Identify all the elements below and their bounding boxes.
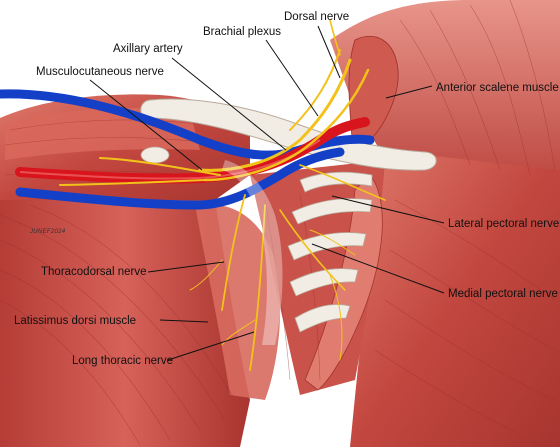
anterior-scalene-muscle — [348, 35, 399, 141]
chest-wall — [350, 150, 560, 447]
dorsal-scapular-nerve — [329, 19, 341, 56]
label-long-thoracic-nerve: Long thoracic nerve — [72, 355, 173, 367]
nerve-branch-a — [189, 259, 223, 291]
musculocutaneous-nerve — [99, 157, 221, 176]
label-latissimus-dorsi-muscle: Latissimus dorsi muscle — [14, 315, 136, 327]
label-thoracodorsal-nerve: Thoracodorsal nerve — [41, 266, 146, 278]
clavicle — [140, 98, 437, 171]
vessels — [0, 89, 375, 210]
medial-pectoral-nerve — [279, 209, 346, 291]
long-thoracic-nerve — [249, 204, 266, 371]
median-nerve — [59, 179, 206, 186]
rib-4 — [289, 268, 359, 297]
rib-2 — [291, 198, 373, 225]
label-dorsal-nerve: Dorsal nerve — [284, 11, 349, 23]
brachial-plexus-trunk-3 — [289, 49, 341, 131]
latissimus-dorsi-muscle — [0, 200, 250, 447]
label-anterior-scalene-muscle: Anterior scalene muscle — [436, 82, 559, 94]
artist-signature: JUNEF2024 — [29, 229, 66, 235]
axillary-vein — [0, 89, 375, 160]
nerve-branch-d — [309, 229, 356, 256]
label-medial-pectoral-nerve: Medial pectoral nerve — [448, 288, 558, 300]
label-musculocutaneous-nerve: Musculocutaneous nerve — [36, 66, 164, 78]
label-axillary-artery: Axillary artery — [113, 43, 183, 55]
thoracodorsal-nerve — [221, 194, 246, 311]
rib-cage — [287, 171, 373, 333]
label-lateral-pectoral-nerve: Lateral pectoral nerve — [448, 218, 559, 230]
nerves — [59, 19, 386, 371]
rib-3 — [287, 232, 367, 261]
leader-lines — [89, 25, 445, 361]
brachial-plexus-trunk-2 — [203, 68, 370, 182]
lateral-pectoral-nerve — [299, 164, 386, 201]
brachial-plexus-trunk — [198, 58, 352, 172]
teres-major-muscle — [195, 204, 281, 400]
coracoid-process — [140, 146, 170, 164]
labels: Dorsal nerve Brachial plexus Axillary ar… — [14, 11, 559, 367]
rib-1 — [299, 171, 373, 193]
nerve-branch-b — [221, 319, 256, 346]
nerve-branch-c — [329, 274, 343, 361]
basilic-vein — [15, 147, 345, 210]
rib-5 — [294, 304, 351, 333]
pectoralis-tendon — [222, 160, 283, 345]
label-brachial-plexus: Brachial plexus — [203, 26, 281, 38]
